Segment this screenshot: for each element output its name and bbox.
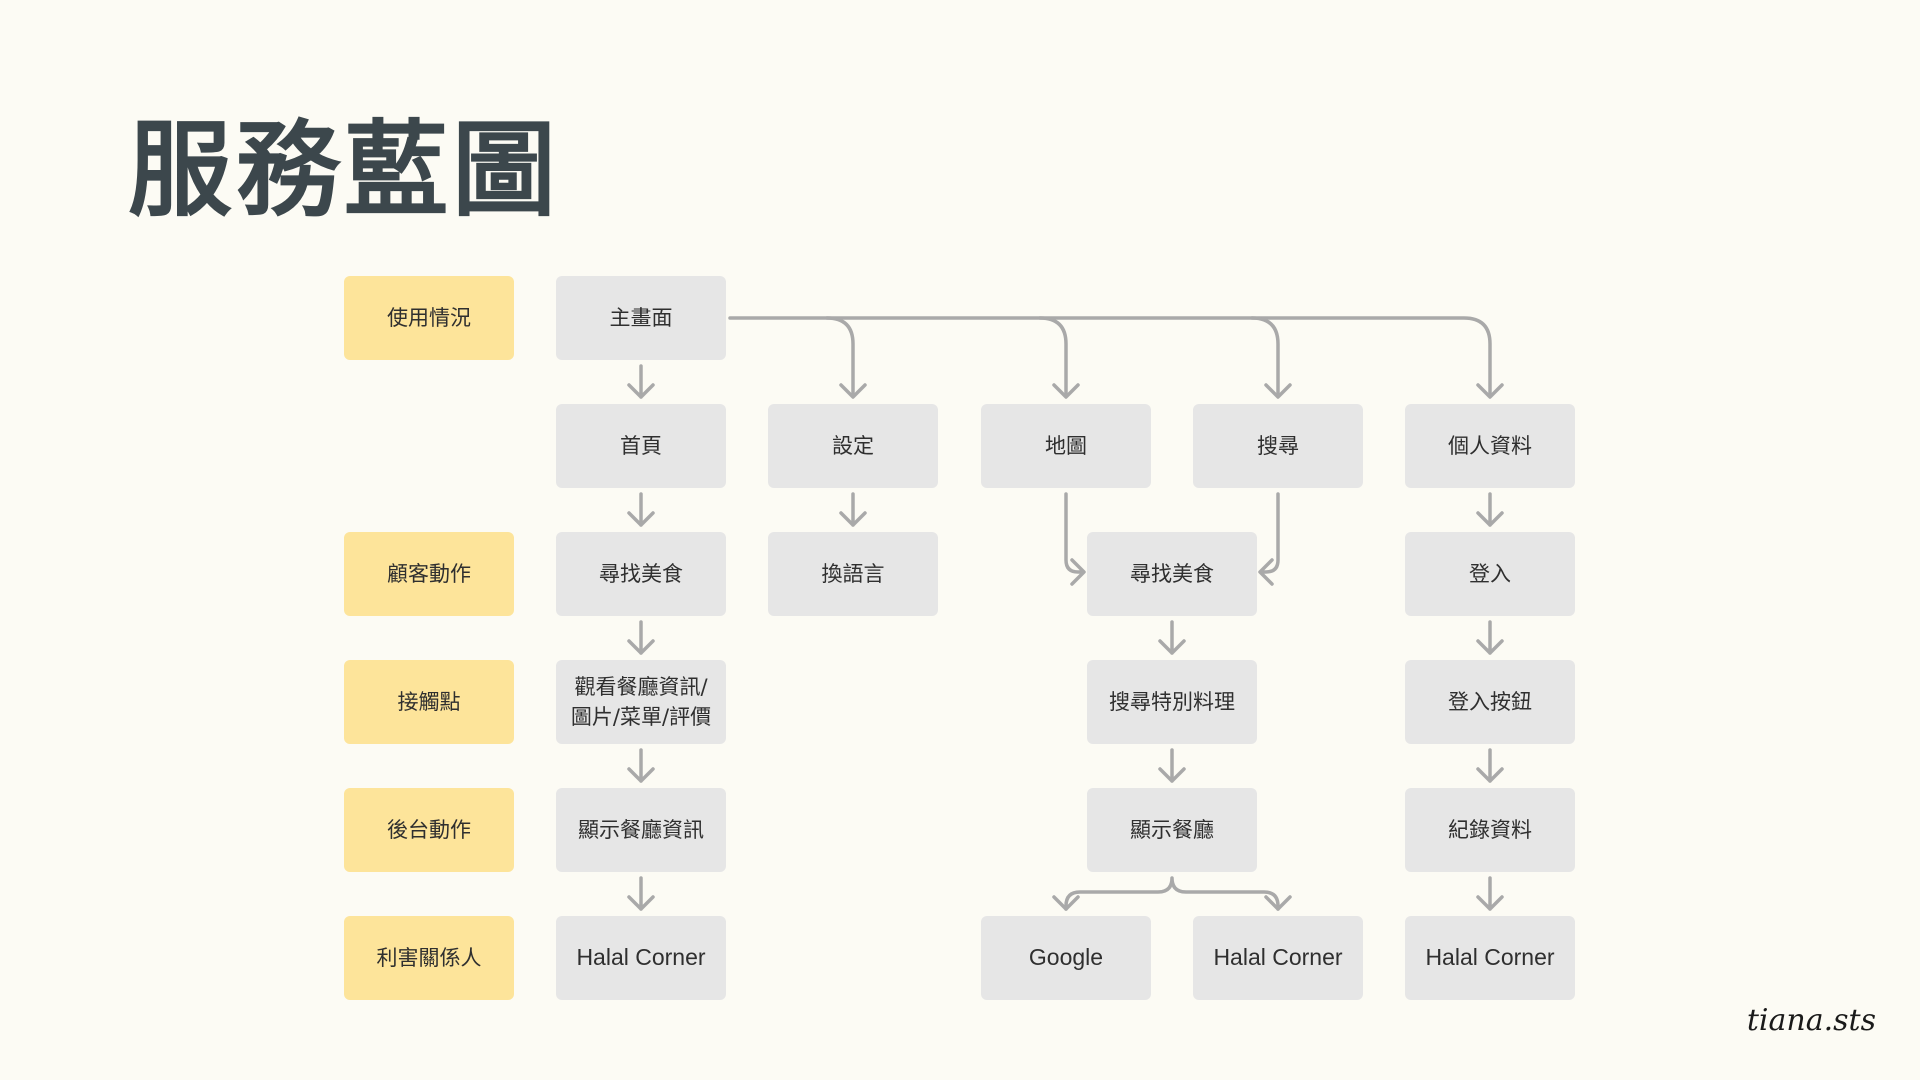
author-signature: tiana.sts xyxy=(1746,1003,1876,1038)
connector-show-branch xyxy=(1064,876,1280,911)
arrow-home-to-find xyxy=(627,492,655,527)
node-search: 搜尋 xyxy=(1193,404,1363,488)
arrow-settings-to-language xyxy=(839,492,867,527)
row-label-customer-action: 顧客動作 xyxy=(344,532,514,616)
arrowhead xyxy=(1052,895,1080,911)
arrow-view-to-show xyxy=(627,748,655,783)
node-main-screen: 主畫面 xyxy=(556,276,726,360)
row-label-usage: 使用情況 xyxy=(344,276,514,360)
node-show-restaurants: 顯示餐廳 xyxy=(1087,788,1257,872)
node-home: 首頁 xyxy=(556,404,726,488)
arrowhead xyxy=(1264,895,1292,911)
arrow-find-to-view xyxy=(627,620,655,655)
node-halal-corner-2: Halal Corner xyxy=(1193,916,1363,1000)
arrow-button-to-record xyxy=(1476,748,1504,783)
node-find-food: 尋找美食 xyxy=(556,532,726,616)
arrow-special-to-show xyxy=(1158,748,1186,783)
node-profile: 個人資料 xyxy=(1405,404,1575,488)
arrow-find-to-special xyxy=(1158,620,1186,655)
connector-main-bus xyxy=(728,316,1492,398)
row-label-stakeholder: 利害關係人 xyxy=(344,916,514,1000)
node-halal-corner-3: Halal Corner xyxy=(1405,916,1575,1000)
arrow-map-to-find xyxy=(1064,492,1086,586)
node-map: 地圖 xyxy=(981,404,1151,488)
connector-to-settings xyxy=(825,316,855,398)
arrow-search-to-find xyxy=(1258,492,1280,586)
node-halal-corner: Halal Corner xyxy=(556,916,726,1000)
node-google: Google xyxy=(981,916,1151,1000)
node-change-language: 換語言 xyxy=(768,532,938,616)
arrow-show-to-halal xyxy=(627,876,655,911)
node-find-food-2: 尋找美食 xyxy=(1087,532,1257,616)
node-view-restaurant-info: 觀看餐廳資訊/ 圖片/菜單/評價 xyxy=(556,660,726,744)
node-record-data: 紀錄資料 xyxy=(1405,788,1575,872)
arrowhead xyxy=(839,383,867,399)
node-login-button: 登入按鈕 xyxy=(1405,660,1575,744)
arrow-record-to-halal xyxy=(1476,876,1504,911)
row-label-touchpoint: 接觸點 xyxy=(344,660,514,744)
arrowhead xyxy=(1052,383,1080,399)
connector-to-search xyxy=(1250,316,1280,398)
row-label-backstage-action: 後台動作 xyxy=(344,788,514,872)
page-title: 服務藍圖 xyxy=(128,109,561,231)
arrowhead xyxy=(1476,383,1504,399)
node-show-restaurant-info: 顯示餐廳資訊 xyxy=(556,788,726,872)
arrow-main-to-home xyxy=(627,364,655,399)
arrow-profile-to-login xyxy=(1476,492,1504,527)
node-search-special-cuisine: 搜尋特別料理 xyxy=(1087,660,1257,744)
arrow-login-to-button xyxy=(1476,620,1504,655)
node-login: 登入 xyxy=(1405,532,1575,616)
node-settings: 設定 xyxy=(768,404,938,488)
connector-to-map xyxy=(1038,316,1068,398)
arrowhead xyxy=(1264,383,1292,399)
